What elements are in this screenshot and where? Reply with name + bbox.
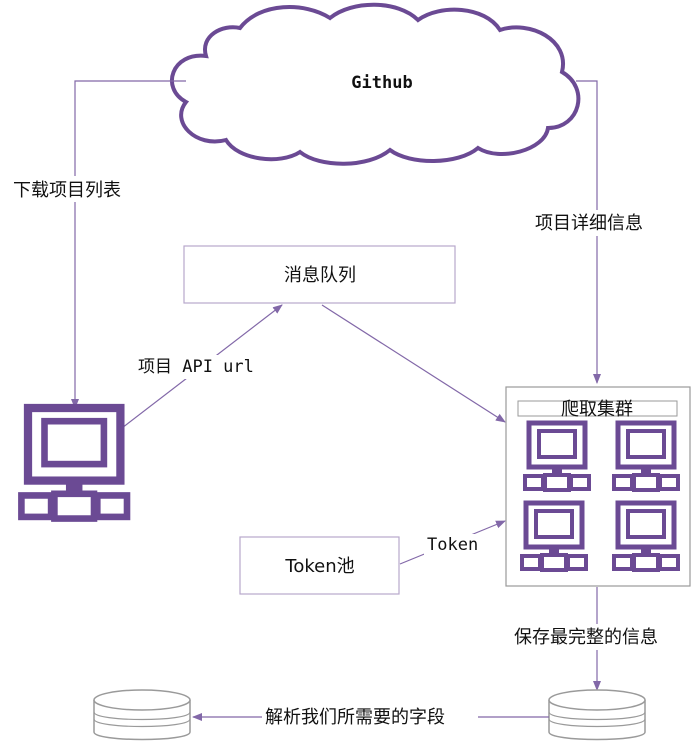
edge-label-api-url: 项目 API url	[138, 357, 254, 377]
crawler-cluster-node: 爬取集群	[505, 386, 691, 587]
networked-computer-icon	[522, 503, 586, 570]
database-icon	[93, 689, 191, 741]
cloud-icon	[169, 2, 581, 166]
edge-label-project-details: 项目详细信息	[535, 213, 643, 234]
edge-queue-to-cluster	[321, 304, 506, 423]
github-label: Github	[351, 73, 412, 93]
networked-computer-icon	[21, 408, 127, 519]
networked-computer-icon	[614, 423, 678, 490]
token-pool-node: Token池	[239, 536, 400, 595]
edge-parse-fields: 解析我们所需要的字段	[192, 705, 549, 729]
edge-label-download-list: 下载项目列表	[13, 180, 121, 201]
edge-download-list: 下载项目列表	[10, 80, 186, 409]
crawler-cluster-label: 爬取集群	[561, 399, 633, 420]
local-computer	[21, 408, 127, 519]
database-icon	[548, 689, 646, 741]
edge-label-save-info: 保存最完整的信息	[514, 627, 658, 648]
edge-project-details: 项目详细信息	[530, 80, 665, 384]
edge-api-url: 项目 API url	[121, 304, 283, 429]
edge-label-token: Token	[427, 535, 478, 555]
parsed-fields-database	[93, 689, 191, 741]
message-queue-node: 消息队列	[183, 245, 456, 304]
token-pool-label: Token池	[284, 556, 354, 577]
github-cloud: Github	[169, 2, 581, 166]
networked-computer-icon	[614, 503, 678, 570]
edge-label-parse-fields: 解析我们所需要的字段	[265, 707, 445, 728]
networked-computer-icon	[525, 423, 589, 490]
edge-token: Token	[399, 520, 506, 565]
edge-save-info: 保存最完整的信息	[510, 587, 686, 691]
full-info-database	[548, 689, 646, 741]
message-queue-label: 消息队列	[284, 265, 356, 286]
